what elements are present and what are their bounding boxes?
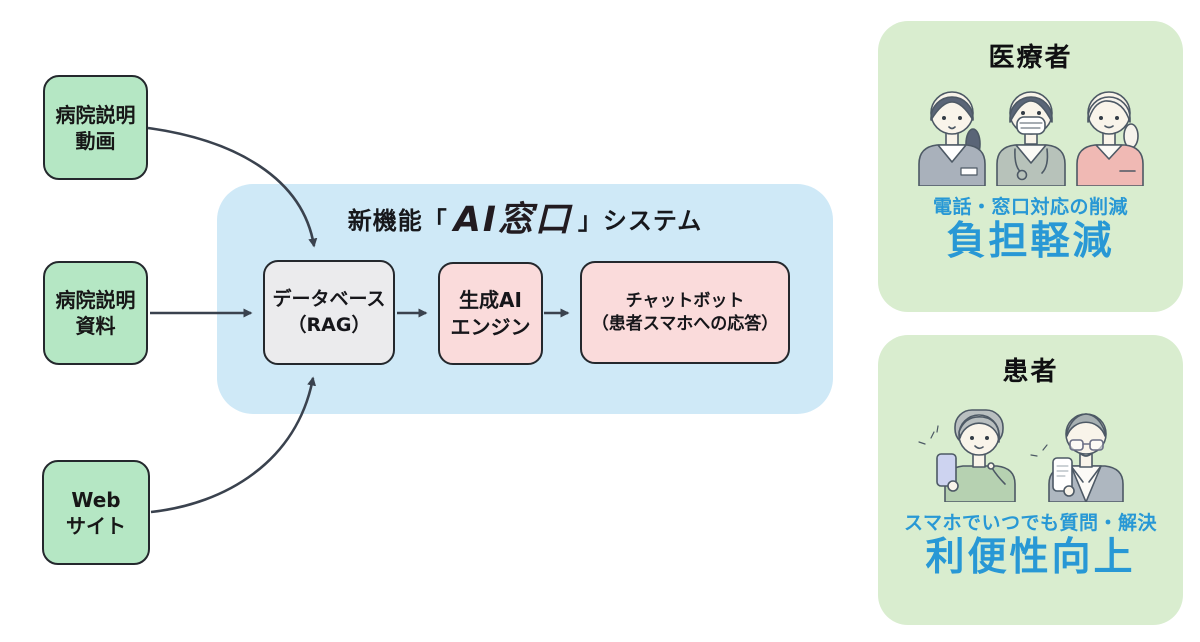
system-title: 新機能「 AI窓口 」システム (217, 192, 833, 244)
system-panel: 新機能「 AI窓口 」システム データベース （RAG） 生成AI エンジン チ… (217, 184, 833, 414)
source-video-line1: 病院説明 (55, 102, 136, 127)
medical-staff-trio-illustration (917, 91, 1144, 186)
chatbot-box: チャットボット （患者スマホへの応答） (580, 261, 790, 364)
source-box-docs-label: 病院説明 資料 (56, 287, 136, 339)
patient-caption: スマホでいつでも質問・解決 (904, 512, 1157, 534)
system-title-suffix: 」システム (577, 206, 703, 235)
system-title-prefix: 新機能「 (347, 206, 448, 235)
patient-panel-title: 患者 (1002, 357, 1059, 387)
database-box: データベース （RAG） (263, 260, 395, 365)
benefit-panel-patient: 患者 (878, 335, 1183, 625)
database-box-label: データベース （RAG） (272, 287, 385, 337)
chatbot-line1: チャットボット (625, 291, 745, 312)
medical-panel-title: 医療者 (988, 43, 1073, 73)
elderly-patients-smartphones-illustration (917, 409, 1124, 502)
chatbot-box-label: チャットボット （患者スマホへの応答） (592, 290, 779, 335)
source-web-line1: Web (71, 487, 121, 512)
source-box-docs: 病院説明 資料 (43, 261, 148, 365)
database-line1: データベース (272, 288, 386, 311)
medical-person-nurse-pink (1075, 91, 1144, 186)
patient-person-man (1029, 413, 1124, 502)
source-web-line2: サイト (66, 513, 126, 538)
medical-person-nurse-gray (917, 91, 986, 186)
source-box-video-label: 病院説明 動画 (56, 102, 136, 154)
patient-person-woman (917, 409, 1016, 502)
patient-highlight: 利便性向上 (925, 535, 1136, 580)
chatbot-line2: （患者スマホへの応答） (591, 313, 779, 334)
benefit-panel-medical: 医療者 (878, 21, 1183, 312)
source-docs-line2: 資料 (75, 314, 116, 338)
medical-caption: 電話・窓口対応の削減 (932, 196, 1128, 218)
engine-box: 生成AI エンジン (438, 262, 543, 365)
engine-box-label: 生成AI エンジン (451, 287, 531, 340)
source-box-web: Web サイト (42, 460, 150, 565)
source-docs-line1: 病院説明 (55, 288, 136, 312)
system-title-logo: AI窓口 (453, 199, 572, 240)
database-line2: （RAG） (287, 313, 371, 336)
medical-highlight: 負担軽減 (946, 219, 1115, 264)
source-box-web-label: Web サイト (66, 487, 126, 539)
source-video-line2: 動画 (75, 128, 116, 153)
engine-line2: エンジン (450, 314, 531, 339)
medical-person-doctor-mask (995, 91, 1066, 186)
engine-line1: 生成AI (459, 288, 522, 313)
source-box-video: 病院説明 動画 (43, 75, 148, 180)
